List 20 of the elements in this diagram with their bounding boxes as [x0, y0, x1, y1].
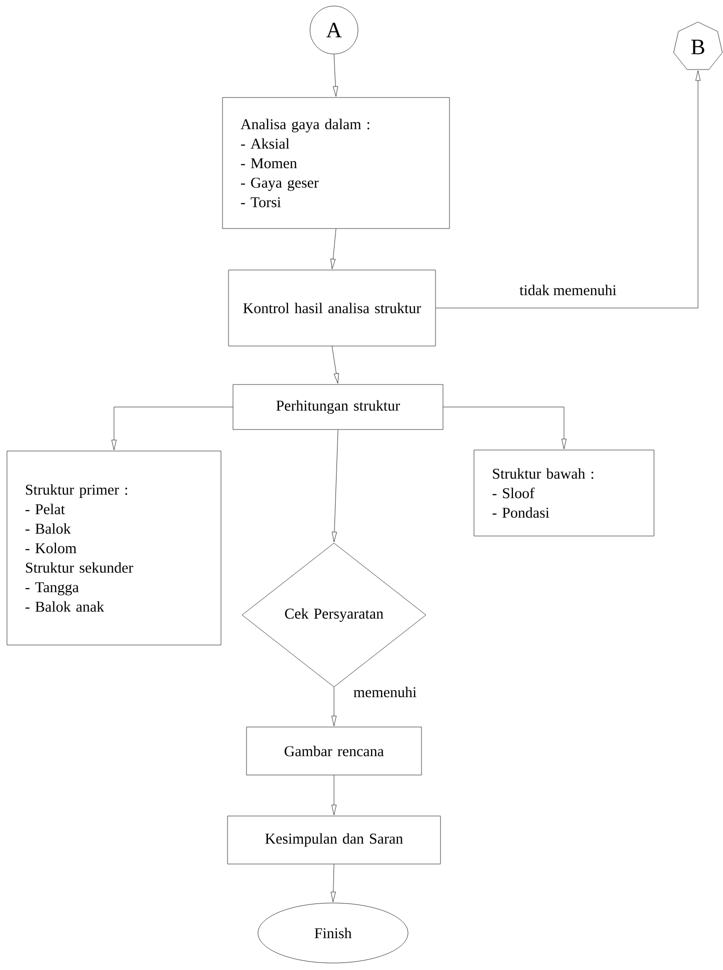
process-box: Struktur primer : - Pelat - Balok - Kolom Struktur sekunder - Tangga - Balok anak: [6, 450, 222, 646]
arrow: [332, 775, 336, 816]
process-box: Analisa gaya dalam : - Aksial - Momen - Gaya geser - Torsi: [222, 97, 450, 229]
arrow: [332, 430, 338, 542]
arrow: [436, 70, 700, 308]
arrow: [443, 406, 566, 450]
arrow: [112, 406, 233, 450]
edge-label: memenuhi: [352, 686, 418, 698]
arrow: [330, 228, 336, 270]
process-box: Perhitungan struktur: [232, 384, 444, 430]
arrow: [332, 687, 336, 726]
arrow: [333, 54, 338, 97]
process-box: Kesimpulan dan Saran: [227, 816, 441, 864]
connector-heptagon: B: [673, 22, 723, 70]
edge-label: tidak memenuhi: [518, 284, 618, 296]
process-box: Struktur bawah : - Sloof - Pondasi: [474, 450, 654, 536]
process-box: Kontrol hasil analisa struktur: [228, 270, 436, 346]
arrow: [332, 346, 339, 384]
arrow: [330, 864, 336, 902]
process-box: Gambar rencana: [246, 726, 422, 776]
